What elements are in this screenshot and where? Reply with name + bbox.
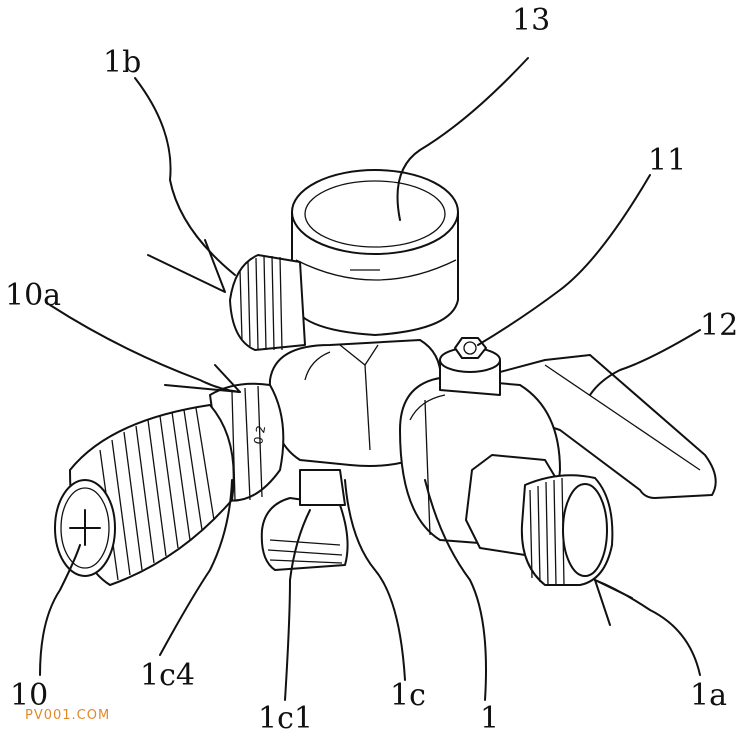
label-1: 1	[480, 701, 499, 736]
hex-outlet-1a	[465, 454, 614, 586]
label-1c: 1c	[390, 678, 426, 713]
label-11: 11	[648, 143, 686, 178]
lower-outlet-1c1	[260, 469, 349, 571]
watermark: PV001.COM	[25, 708, 111, 723]
scale-text: 0 2	[251, 424, 268, 445]
reference-labels: 13 1b 11 12 10a 10 1c4 1c1 1c 1 1a	[5, 3, 738, 736]
leader-1	[424, 479, 487, 701]
leader-1c1	[284, 509, 311, 701]
label-10a: 10a	[5, 278, 61, 313]
arrow-1b	[147, 239, 226, 293]
leader-13	[396, 57, 529, 221]
top-fitting-13	[291, 169, 459, 336]
threaded-port-1b	[229, 254, 306, 351]
arrow-1a	[594, 579, 633, 626]
label-1b: 1b	[103, 45, 141, 80]
lever-handle	[469, 354, 717, 499]
label-1a: 1a	[690, 678, 727, 713]
leader-1c4	[159, 479, 233, 656]
label-1c1: 1c1	[258, 701, 313, 736]
leader-lines	[39, 57, 701, 701]
leader-1a	[594, 579, 701, 676]
leader-1c	[344, 479, 406, 681]
arrow-10a	[164, 364, 241, 393]
leader-1b	[134, 77, 236, 276]
leader-10a	[49, 304, 241, 393]
leader-11	[477, 174, 651, 346]
leader-10	[39, 544, 81, 676]
label-12: 12	[700, 308, 738, 343]
leader-12	[589, 329, 701, 396]
label-13: 13	[512, 3, 550, 38]
label-10: 10	[10, 678, 48, 713]
label-1c4: 1c4	[140, 658, 195, 693]
stem-nut-11	[439, 337, 501, 396]
thermostatic-knob-10: 0 2	[54, 382, 285, 586]
